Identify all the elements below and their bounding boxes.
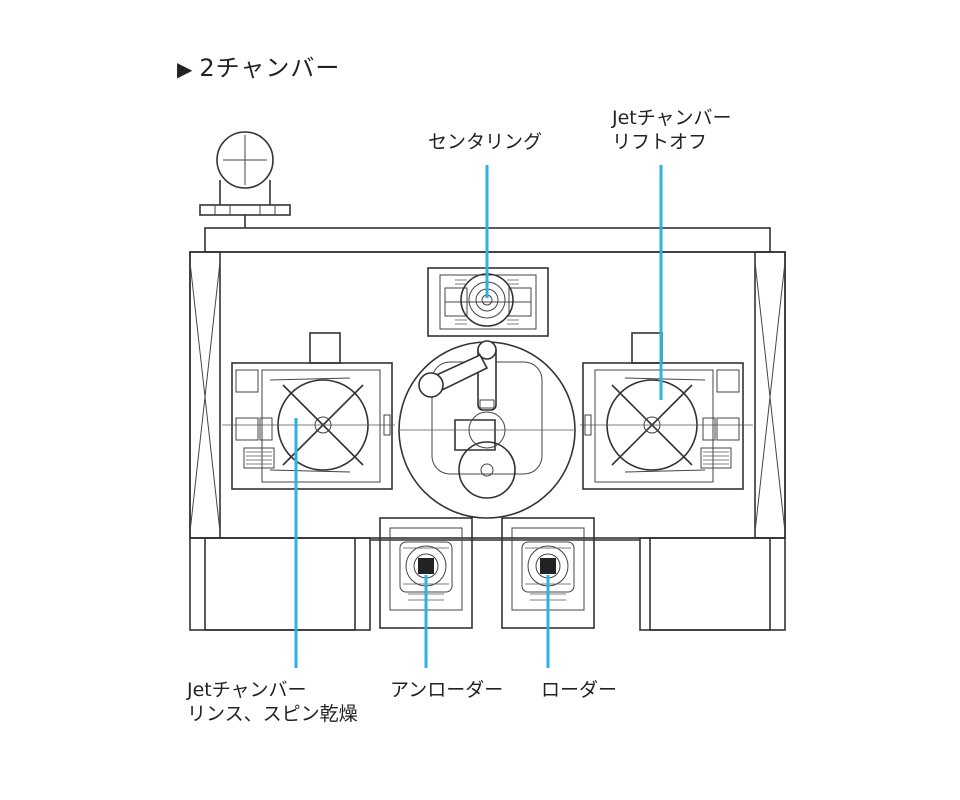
liftoff-chamber [580, 332, 753, 490]
label-jet-rinse: Jetチャンバー リンス、スピン乾燥 [187, 678, 358, 726]
title-text: 2チャンバー [199, 54, 341, 82]
label-unloader: アンローダー [390, 679, 504, 701]
label-jet-liftoff-line1: Jetチャンバー [612, 107, 732, 129]
label-centering: センタリング [428, 131, 543, 153]
transfer-robot [398, 340, 576, 519]
play-triangle-icon: ▶ [177, 57, 194, 81]
diagram-title: ▶2チャンバー [177, 48, 340, 83]
label-jet-rinse-line2: リンス、スピン乾燥 [187, 703, 358, 725]
label-loader: ローダー [541, 679, 618, 701]
label-jet-rinse-line1: Jetチャンバー [187, 679, 307, 701]
leader-lines [294, 165, 663, 668]
label-jet-liftoff: Jetチャンバー リフトオフ [612, 106, 732, 154]
exhaust-duct [199, 131, 291, 228]
rinse-spin-chamber [222, 332, 395, 490]
label-jet-liftoff-line2: リフトオフ [612, 131, 708, 153]
